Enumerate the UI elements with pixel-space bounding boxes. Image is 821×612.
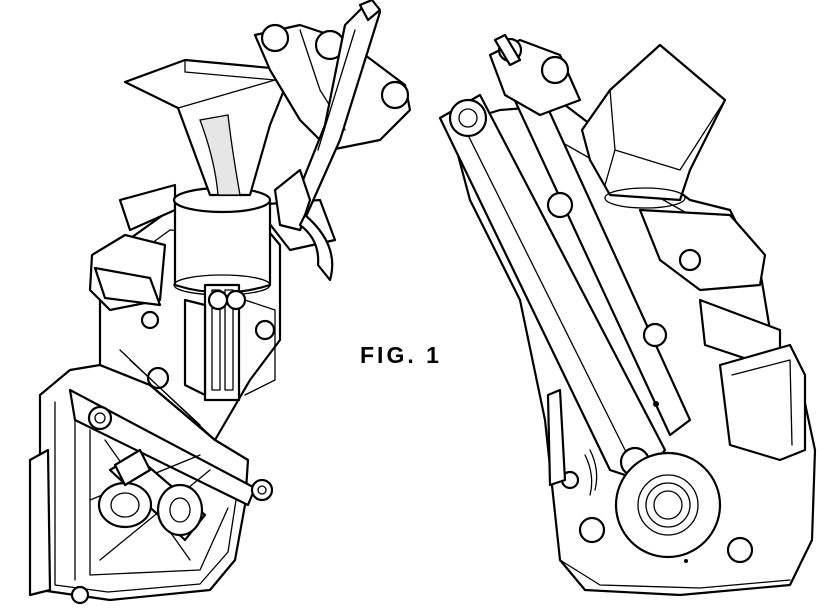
left-base-frame [68,388,257,507]
left-knob-upper [87,405,113,431]
left-cam-wheel [156,483,204,537]
left-knob-right [250,478,274,502]
right-side-block [638,208,767,292]
left-crank-hub [97,481,153,529]
right-knob-c [642,322,668,348]
right-gear-disc [614,451,722,559]
right-side-case [718,343,807,462]
right-left-rail [546,388,567,487]
left-view-assembly [28,0,412,605]
left-chamber [173,198,272,294]
right-knob-d [546,191,574,219]
left-side-plate [28,448,52,597]
left-pivot [146,366,170,390]
right-hopper [580,43,727,202]
right-knob-a [578,516,606,544]
left-knob-lower [70,585,90,605]
figure-label: FIG. 1 [360,342,442,368]
right-knob-b [726,536,754,564]
right-bar-top-pivot [448,98,488,138]
right-view-assembly [438,33,817,597]
